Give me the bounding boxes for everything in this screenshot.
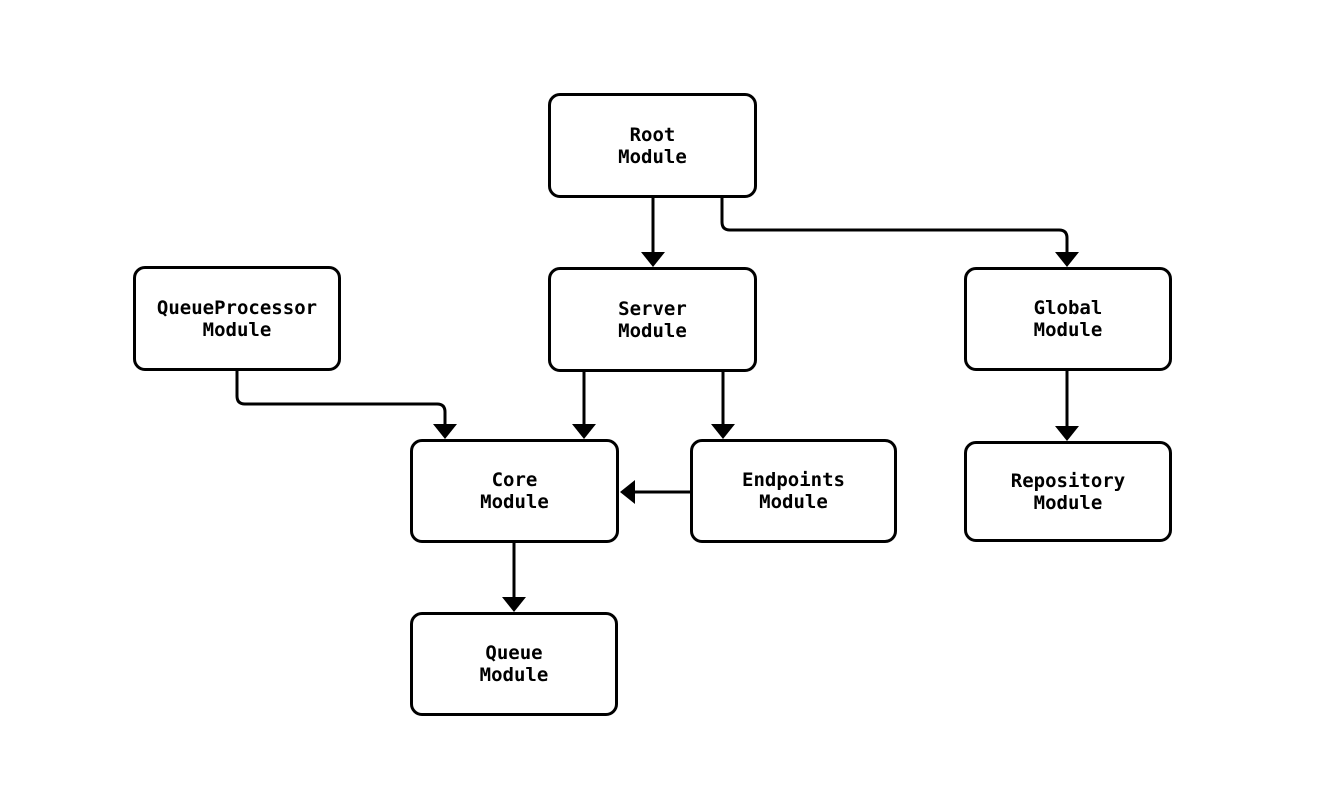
node-server-module: Server Module [548,267,757,372]
node-queueprocessor-module: QueueProcessor Module [133,266,341,371]
node-endpoints-module: Endpoints Module [690,439,897,543]
node-label-line1: Queue [485,642,543,664]
node-label-line1: QueueProcessor [156,296,318,319]
node-label-line1: Server [618,297,687,320]
node-label-line2: Module [1033,319,1103,341]
node-label-line2: Module [202,318,272,341]
node-label-line2: Module [1033,491,1103,514]
node-queue-module: Queue Module [410,612,618,716]
node-label-line2: Module [479,664,549,686]
edge-endpoints-to-core [620,480,690,504]
node-label-line2: Module [480,491,549,513]
node-label-line2: Module [618,319,687,342]
node-root-module: Root Module [548,93,757,198]
node-label-line1: Core [491,469,538,491]
edge-core-to-queue [502,543,526,612]
edge-server-to-core [572,372,596,439]
node-label-line2: Module [759,491,828,513]
node-global-module: Global Module [964,267,1172,371]
edge-global-to-repository [1055,371,1079,441]
edge-server-to-endpoints [711,372,735,439]
node-label-line1: Global [1033,297,1103,319]
node-repository-module: Repository Module [964,441,1172,542]
edge-root-to-server [641,198,665,267]
edge-root-to-global [720,198,1079,267]
node-core-module: Core Module [410,439,619,543]
node-label-line1: Endpoints [742,469,845,491]
node-label-line1: Repository [1010,469,1126,492]
edge-queueprocessor-to-core [235,371,457,439]
node-label-line2: Module [618,145,687,168]
node-label-line1: Root [629,123,676,146]
